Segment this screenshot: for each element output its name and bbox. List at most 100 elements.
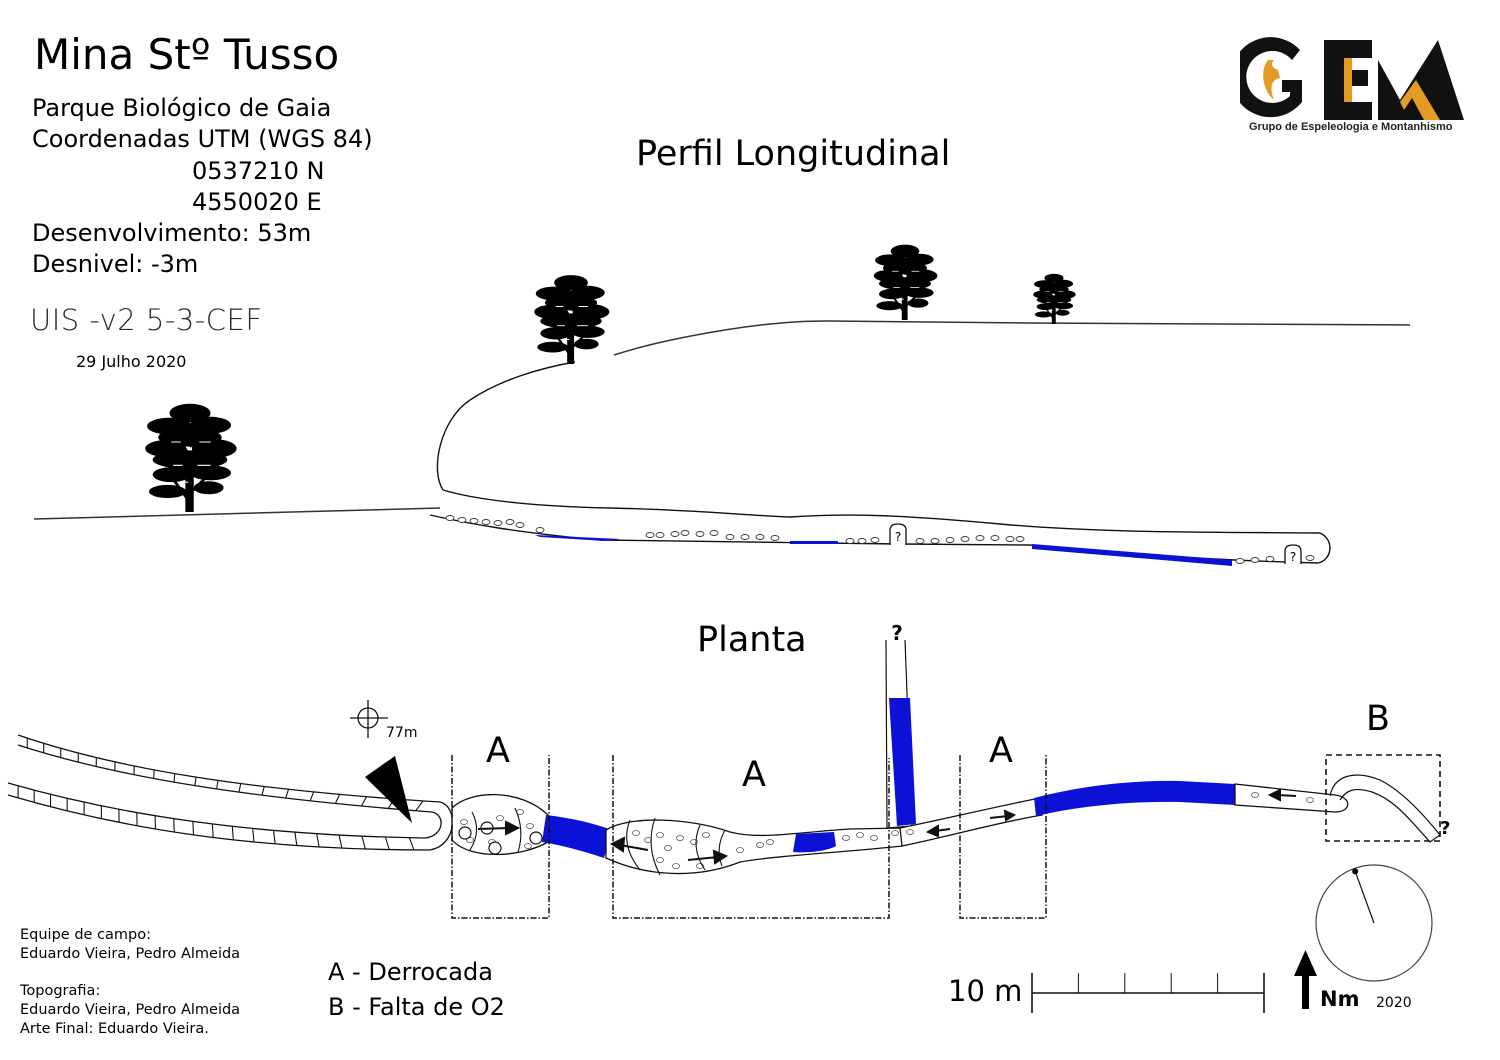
zone-a-box-3 (959, 755, 1047, 919)
gallery-wall-outer-bottom (7, 794, 431, 851)
boulder (529, 831, 543, 845)
rubble-block (526, 823, 534, 829)
entrance-marker-icon (365, 756, 412, 823)
pebble (535, 527, 545, 533)
brick-joint (192, 821, 195, 835)
rubble-block (766, 839, 774, 845)
brick-joint (294, 832, 298, 846)
slope-line (626, 819, 641, 871)
pebble (1005, 536, 1015, 542)
gallery-end-cap (424, 801, 453, 851)
passage-end (1234, 783, 1349, 813)
profile-unknown-marker: ? (1284, 544, 1302, 564)
pebble (770, 535, 780, 541)
brick-joint (272, 830, 276, 844)
legend-item: B - Falta de O2 (328, 993, 505, 1021)
rubble-block (466, 837, 474, 843)
brick-joint (216, 780, 219, 790)
pebble (915, 538, 925, 544)
pebble (1250, 557, 1260, 563)
pebble (975, 535, 985, 541)
zone-a-box-2 (612, 755, 890, 919)
brick-joint (194, 777, 197, 786)
cave-info: Parque Biológico de Gaia Coordenadas UTM… (32, 93, 373, 281)
declination-compass-icon (1315, 864, 1433, 982)
development-length: Desenvolvimento: 53m (32, 219, 312, 248)
tree-icon (1032, 272, 1077, 324)
slope-line (469, 811, 478, 851)
zone-label-a: A (742, 755, 766, 795)
pebble (1265, 556, 1275, 562)
tree-icon (532, 273, 611, 364)
field-team: Eduardo Vieira, Pedro Almeida (20, 946, 241, 962)
zone-label-b: B (1366, 699, 1390, 739)
brick-joint (384, 836, 390, 850)
rubble-block (870, 835, 878, 841)
brick-joint (252, 828, 255, 843)
svg-text:?: ? (1290, 550, 1296, 564)
profile-unknown-marker: ? (889, 523, 907, 545)
brick-joint (334, 794, 341, 804)
north-year: 2020 (1376, 995, 1412, 1011)
zone-a-box-1 (451, 755, 550, 919)
unknown-continuation-marker: ? (1440, 818, 1450, 839)
brick-joint (316, 833, 320, 848)
flow-arrows (477, 788, 1297, 865)
topography-label: Topografia: (20, 983, 101, 999)
rubble-block (496, 815, 504, 821)
pebble (645, 532, 655, 538)
water-pool-3 (1032, 544, 1232, 566)
zone-label-a: A (486, 731, 510, 771)
water-passage-1 (542, 815, 612, 858)
rubble-block (906, 829, 914, 835)
pebble (857, 538, 867, 544)
rubble-block (736, 847, 744, 853)
survey-date: 29 Julho 2020 (76, 352, 187, 371)
pebble (457, 517, 467, 523)
water-passage-2 (1034, 780, 1235, 816)
pebble (1235, 558, 1245, 564)
profile-rubble (445, 515, 1315, 564)
rubble-block (1251, 792, 1259, 798)
entrance-elevation: 77m (386, 725, 417, 741)
tree-icon (143, 402, 239, 512)
brick-joint (338, 834, 343, 849)
pebble (670, 531, 680, 537)
pebble (945, 537, 955, 543)
scale-bar (1031, 973, 1265, 1013)
pebble (709, 530, 719, 536)
final-art: Arte Final: Eduardo Vieira. (20, 1021, 209, 1037)
rubble-block (656, 857, 664, 863)
pebble (960, 536, 970, 542)
topography: Eduardo Vieira, Pedro Almeida (20, 1002, 241, 1018)
water-side-branch (889, 698, 916, 826)
svg-text:?: ? (895, 530, 901, 544)
unknown-continuation-marker: ? (891, 621, 903, 645)
passage-3 (899, 797, 1043, 847)
profile-title: Perfil Longitudinal (636, 134, 951, 174)
pebble (870, 537, 880, 543)
credits: Equipe de campo: Eduardo Vieira, Pedro A… (20, 926, 240, 1039)
logo-subtitle: Grupo de Espeleologia e Montanhismo (1249, 121, 1453, 133)
boulder (458, 826, 472, 840)
slope-line (514, 807, 522, 853)
pebble (680, 530, 690, 536)
pebble (990, 535, 1000, 541)
pebble (445, 515, 455, 521)
slope-line (650, 817, 661, 876)
slope-line (695, 824, 706, 871)
rubble-block (632, 830, 640, 836)
uis-code: UIS -v2 5-3-CEF (30, 303, 263, 337)
ground-surface-top (613, 320, 1411, 356)
brick-joint (173, 773, 176, 783)
rubble-block (842, 835, 850, 841)
tree-icon (872, 243, 939, 320)
water-pool-2 (790, 541, 838, 544)
pebble (505, 519, 515, 525)
ground-surface-hill (436, 361, 576, 491)
field-team-label: Equipe de campo: (20, 927, 151, 943)
water-pool-plan (793, 832, 836, 853)
water-pool-1 (535, 535, 620, 541)
rubble-block (656, 832, 664, 838)
coord-north: 0537210 N (192, 156, 325, 185)
